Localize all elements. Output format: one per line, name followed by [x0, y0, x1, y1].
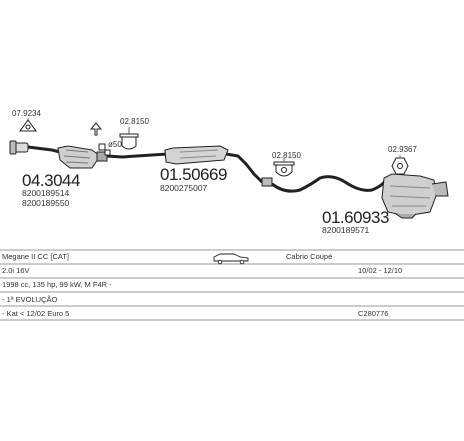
vehicle-engine: 2.0i 16V	[2, 266, 30, 275]
part-ref-catalyst-1: 8200189514	[22, 188, 70, 198]
vehicle-body-type: Cabrio Coupé	[286, 252, 333, 261]
diameter-label: ø50	[108, 140, 122, 149]
u-clamp-icon-2	[273, 161, 295, 177]
clamp-icon	[19, 119, 37, 132]
clamp-code-3: 02.8150	[272, 151, 301, 160]
arrow-icon	[89, 122, 103, 136]
vehicle-model: Megane II CC [CAT]	[2, 252, 69, 261]
clamp-code-4: 02.9367	[388, 145, 417, 154]
vehicle-years: 10/02 - 12/10	[358, 266, 403, 275]
vehicle-note-2: - Kat < 12/02 Euro 5	[2, 309, 70, 318]
clamp-code-2: 02.8150	[120, 117, 149, 126]
part-ref-rear: 8200189571	[322, 225, 370, 235]
part-code-center: 01.50669	[160, 165, 227, 184]
table-grid	[0, 249, 464, 321]
car-icon	[213, 253, 249, 265]
part-code-rear: 01.60933	[322, 208, 389, 227]
gasket-icon	[98, 143, 111, 156]
u-clamp-icon	[119, 133, 139, 150]
part-ref-catalyst-2: 8200189550	[22, 198, 70, 208]
hanger-icon	[391, 157, 409, 175]
part-ref-center: 8200275007	[160, 183, 208, 193]
center-section	[121, 145, 264, 184]
vehicle-specs: 1998 cc, 135 hp, 99 kW, M F4R -	[2, 280, 112, 289]
clamp-code-1: 07.9234	[12, 109, 41, 118]
rear-silencer	[381, 173, 449, 219]
catalog-ref: C280776	[358, 309, 389, 318]
part-code-catalyst: 04.3044	[22, 171, 80, 190]
vehicle-note-1: - 1ª EVOLUÇÃO	[2, 295, 58, 304]
front-flange	[9, 140, 29, 155]
catalyst-section	[27, 145, 123, 169]
leader-lines	[27, 118, 401, 162]
rear-pipe	[261, 175, 388, 193]
